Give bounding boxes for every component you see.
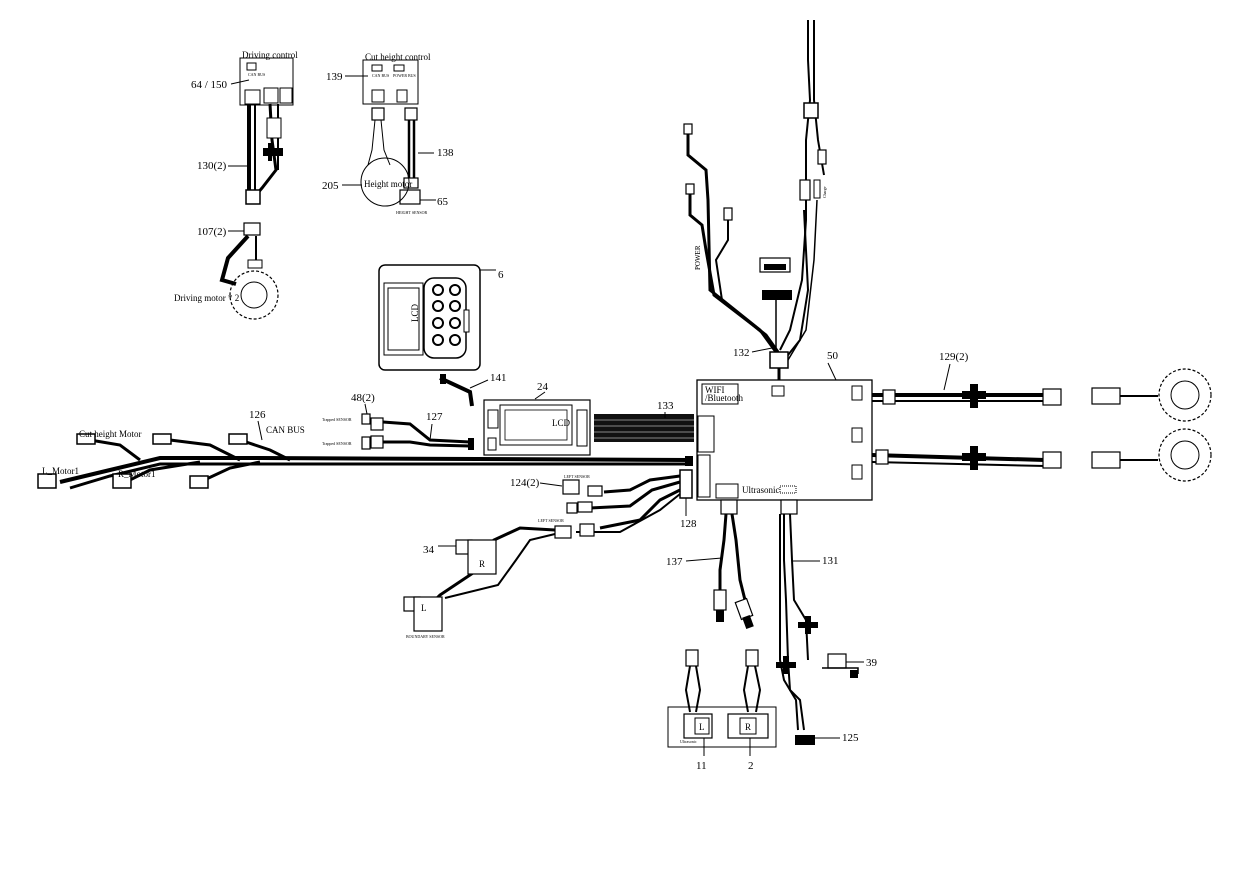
lcd-board-24: LCD 24 <box>483 381 591 456</box>
power-bus-label: POWER BUS <box>393 73 416 78</box>
l-sensor-label: L <box>421 603 427 613</box>
part-number-132: 132 <box>733 347 750 359</box>
power-harness-132: Charge POWER 132 <box>683 20 827 380</box>
part-number-2: 2 <box>748 760 754 772</box>
ultrasonic-label: Ultrasonic <box>742 485 780 495</box>
lcd-label-display: LCD <box>410 303 420 322</box>
main-board-50: WIFI /Bluetooth Ultrasonic 50 <box>696 350 873 501</box>
r-motor-label: R_Motor1 <box>118 469 156 479</box>
left-sensor-label-top: LEFT SENSOR <box>564 474 590 479</box>
r-sensor-label: R <box>479 559 485 569</box>
sensor-harness-128: LEFT SENSOR LEFT SENSOR 124(2) 128 R 34 … <box>403 469 697 639</box>
part-number-6: 6 <box>498 269 504 281</box>
part-number-107: 107(2) <box>197 226 227 238</box>
cut-height-control-module: Cut height control CAN BUS POWER BUS 139… <box>322 52 454 215</box>
part-number-65: 65 <box>437 196 449 208</box>
left-sensor-label-bottom: LEFT SENSOR <box>538 518 564 523</box>
part-number-127: 127 <box>426 411 443 423</box>
part-number-11: 11 <box>696 760 707 772</box>
can-bus-harness-126: Cut height Motor L_Motor1 R_Motor1 126 C… <box>37 409 693 490</box>
part-number-141: 141 <box>490 372 507 384</box>
height-sensor-label: HEIGHT SENSOR <box>396 210 427 215</box>
l-motor-label: L_Motor1 <box>42 466 79 476</box>
trapped-sensor-label-b: Trapped SENSOR <box>322 441 352 446</box>
boundary-sensor-label: BOUNDARY SENSOR <box>406 634 445 639</box>
driving-motor: 107(2) Driving motor * 2 <box>174 222 279 320</box>
part-number-34: 34 <box>423 544 435 556</box>
driving-motor-label: Driving motor * 2 <box>174 293 239 303</box>
charge-label: Charge <box>822 186 827 198</box>
ribbon-cable-133: 133 <box>594 400 694 442</box>
part-number-50: 50 <box>827 350 839 362</box>
part-number-24: 24 <box>537 381 549 393</box>
ultrasonic-l-label: L <box>699 722 705 732</box>
part-number-130: 130(2) <box>197 160 227 172</box>
can-bus-label: CAN BUS <box>266 425 305 435</box>
bluetooth-label: /Bluetooth <box>705 393 743 403</box>
connector-141: 141 <box>439 372 507 407</box>
trapped-sensor-label-a: Trapped SENSOR <box>322 417 352 422</box>
part-number-139: 139 <box>326 71 343 83</box>
can-bus-label-small: CAN BUS <box>248 72 265 77</box>
height-motor-label: Height motor <box>364 179 412 189</box>
right-motor-harness-129: 129(2) <box>871 351 1212 482</box>
part-number-125: 125 <box>842 732 859 744</box>
part-number-39: 39 <box>866 657 878 669</box>
part-number-64-150: 64 / 150 <box>191 79 228 91</box>
power-label: POWER <box>694 245 702 270</box>
ultrasonic-sensor-assembly: L R Ultrasonic 11 2 <box>667 649 777 772</box>
cut-height-control-label: Cut height control <box>365 52 431 62</box>
part-number-131: 131 <box>822 555 839 567</box>
part-number-124: 124(2) <box>510 477 540 489</box>
driving-control-label: Driving control <box>242 50 298 60</box>
part-number-138: 138 <box>437 147 454 159</box>
part-number-133: 133 <box>657 400 674 412</box>
part-number-205: 205 <box>322 180 339 192</box>
ultrasonic-harness-137: 137 <box>666 499 754 630</box>
wifi-label: WIFI <box>705 385 725 395</box>
part-number-128: 128 <box>680 518 697 530</box>
part-number-137: 137 <box>666 556 683 568</box>
display-module: LCD 6 <box>378 264 504 371</box>
driving-control-module: Driving control CAN BUS 64 / 150 130(2) <box>191 50 298 205</box>
part-number-129: 129(2) <box>939 351 969 363</box>
harness-131: 131 39 125 <box>776 499 878 745</box>
trapped-sensor-harness-127: 48(2) Trapped SENSOR Trapped SENSOR 127 <box>322 392 474 450</box>
can-bus-label-small-b: CAN BUS <box>372 73 389 78</box>
lcd-label-board: LCD <box>552 418 571 428</box>
ultrasonic-r-label: R <box>745 722 751 732</box>
part-number-126: 126 <box>249 409 266 421</box>
ultrasonic-small-label: Ultrasonic <box>680 739 697 744</box>
part-number-48: 48(2) <box>351 392 375 404</box>
cut-height-motor-label: Cut height Motor <box>79 429 142 439</box>
